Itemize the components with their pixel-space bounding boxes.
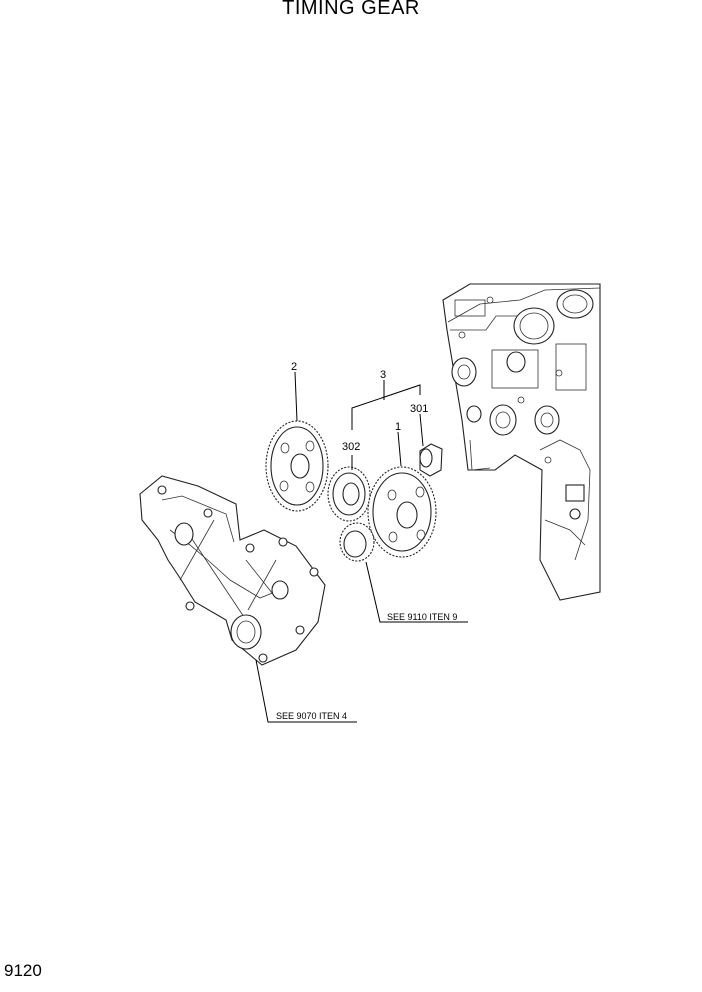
gear-1 <box>367 466 437 558</box>
callout-302: 302 <box>342 441 360 453</box>
bushing-301 <box>419 443 443 477</box>
gear-2 <box>265 420 329 512</box>
reference-note-9110: SEE 9110 ITEN 9 <box>387 612 457 622</box>
callout-3: 3 <box>380 369 386 381</box>
engine-block <box>442 283 601 601</box>
callout-301: 301 <box>410 403 428 415</box>
reference-note-9070: SEE 9070 ITEN 4 <box>276 711 347 721</box>
gear-302 <box>327 466 371 522</box>
callout-1: 1 <box>395 421 401 433</box>
crank-gear <box>339 522 375 562</box>
page-title: TIMING GEAR <box>282 0 420 19</box>
leader-lines <box>255 371 468 723</box>
callout-2: 2 <box>291 361 297 373</box>
gear-case-cover <box>139 475 326 666</box>
page-number: 9120 <box>4 961 42 980</box>
